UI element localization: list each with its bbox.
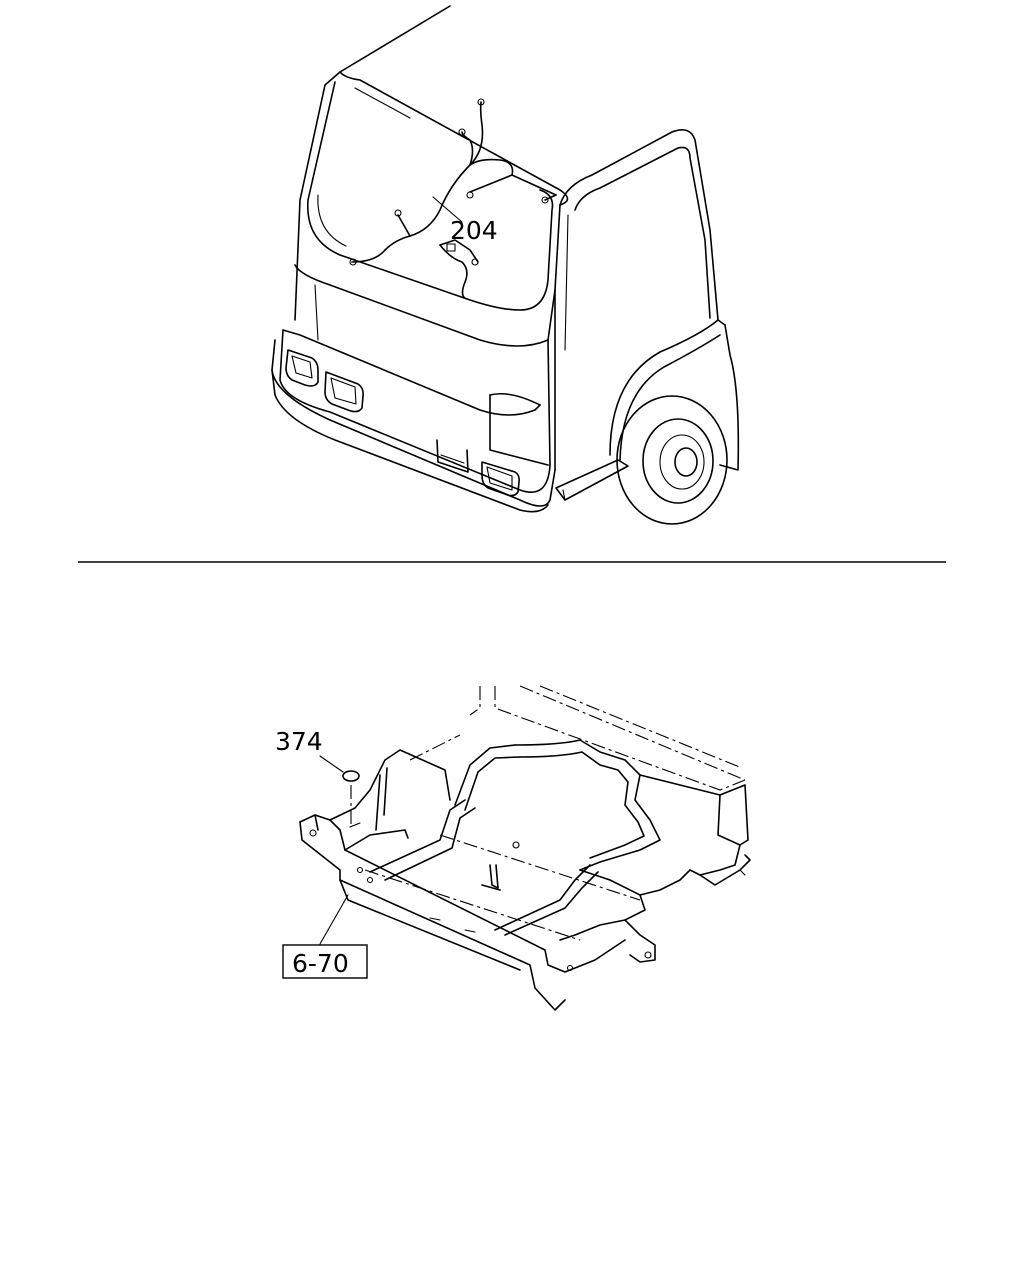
callout-204: 204 <box>450 216 498 245</box>
callout-374: 374 <box>275 727 323 756</box>
wiring-harness <box>349 98 557 299</box>
callout-6-70: 6-70 <box>292 949 349 978</box>
front-wheel <box>616 395 728 525</box>
callout-204-leader <box>432 196 463 223</box>
truck-cab-illustration <box>271 5 740 525</box>
callout-6-70-box <box>282 944 368 979</box>
callout-6-70-leader <box>319 894 349 945</box>
floor-panel-illustration <box>299 685 751 1011</box>
rubber-plug <box>342 770 360 825</box>
callout-374-leader <box>319 755 344 773</box>
